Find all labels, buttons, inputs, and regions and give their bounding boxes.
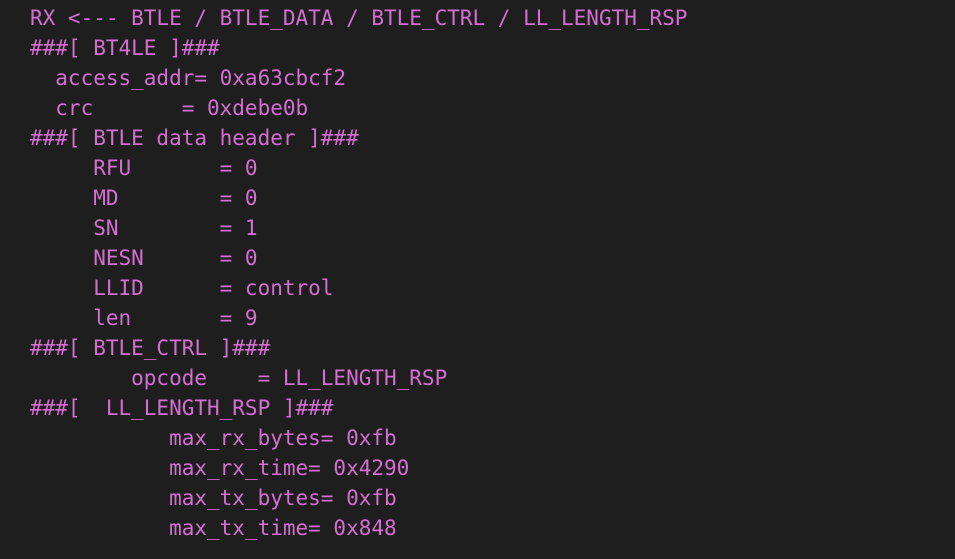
layer-header-btle-ctrl: ###[ BTLE_CTRL ]### (30, 336, 271, 360)
field-sn: SN = 1 (30, 216, 258, 240)
field-md: MD = 0 (30, 186, 258, 210)
layer-header-bt4le: ###[ BT4LE ]### (30, 36, 220, 60)
field-opcode: opcode = LL_LENGTH_RSP (30, 366, 448, 390)
field-nesn: NESN = 0 (30, 246, 258, 270)
layer-header-btle-data-header: ###[ BTLE data header ]### (30, 126, 359, 150)
field-llid: LLID = control (30, 276, 334, 300)
field-len: len = 9 (30, 306, 258, 330)
field-access-addr: access_addr= 0xa63cbcf2 (30, 66, 347, 90)
field-max-tx-time: max_tx_time= 0x848 (30, 516, 397, 540)
field-max-rx-time: max_rx_time= 0x4290 (30, 456, 410, 480)
packet-summary-line: RX <--- BTLE / BTLE_DATA / BTLE_CTRL / L… (30, 6, 688, 30)
layer-header-ll-length-rsp: ###[ LL_LENGTH_RSP ]### (30, 396, 334, 420)
field-max-tx-bytes: max_tx_bytes= 0xfb (30, 486, 397, 510)
field-crc: crc = 0xdebe0b (30, 96, 309, 120)
field-max-rx-bytes: max_rx_bytes= 0xfb (30, 426, 397, 450)
field-rfu: RFU = 0 (30, 156, 258, 180)
